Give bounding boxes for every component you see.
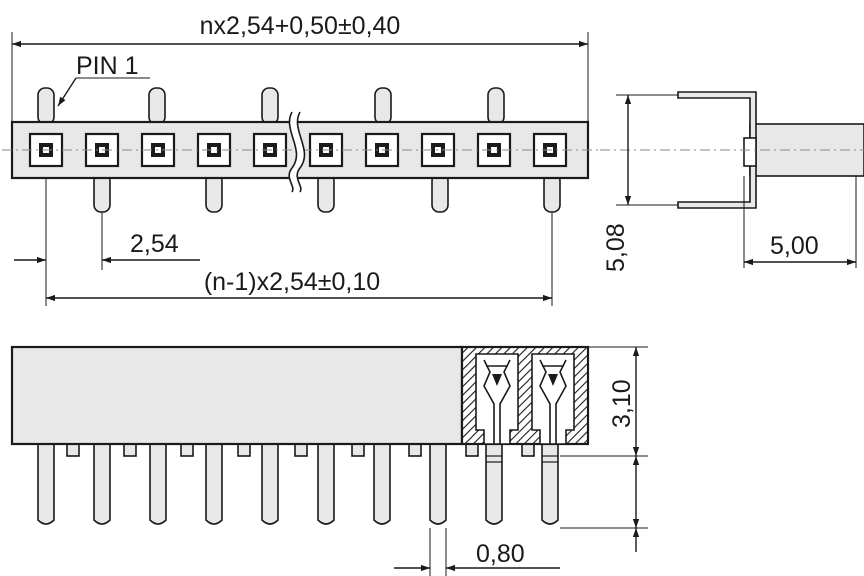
pin1-callout: PIN 1	[57, 52, 150, 107]
body-height-label: 3,10	[608, 379, 636, 428]
break-mark	[288, 111, 306, 193]
top-view: PIN 1 nx2,54+0,50±0,40 2,54 (n-1)x2,54±0…	[2, 12, 598, 306]
depth-dimension: 5,00	[743, 176, 857, 268]
pitch-dimension: 2,54	[14, 178, 200, 306]
depth-label: 5,00	[770, 232, 819, 260]
top-pins-lower	[93, 173, 561, 213]
contact-tips	[492, 374, 558, 386]
pin-notches	[486, 455, 558, 463]
front-view-body	[10, 345, 464, 446]
standoffs	[66, 443, 535, 457]
pitch-label: 2,54	[130, 230, 179, 258]
height-label: 5,08	[602, 223, 630, 272]
pin-width-dimension: 0,80	[394, 528, 560, 576]
side-view-pin	[677, 91, 757, 209]
body-height-dimension: 3,10	[560, 346, 648, 552]
front-view: 3,10 0,80	[10, 345, 648, 576]
top-pins-upper	[37, 87, 505, 125]
contact-springs	[483, 359, 567, 444]
span-dimension: (n-1)x2,54±0,10	[46, 212, 553, 306]
front-pins	[37, 444, 559, 525]
overall-length-dimension: nx2,54+0,50±0,40	[11, 12, 589, 122]
pin1-label: PIN 1	[76, 52, 139, 80]
section-cavities	[475, 353, 575, 445]
side-view: 5,08 5,00	[600, 91, 864, 272]
height-dimension: 5,08	[602, 94, 678, 272]
span-label: (n-1)x2,54±0,10	[204, 268, 380, 296]
overall-length-label: nx2,54+0,50±0,40	[200, 12, 401, 40]
pin-width-label: 0,80	[476, 540, 525, 568]
